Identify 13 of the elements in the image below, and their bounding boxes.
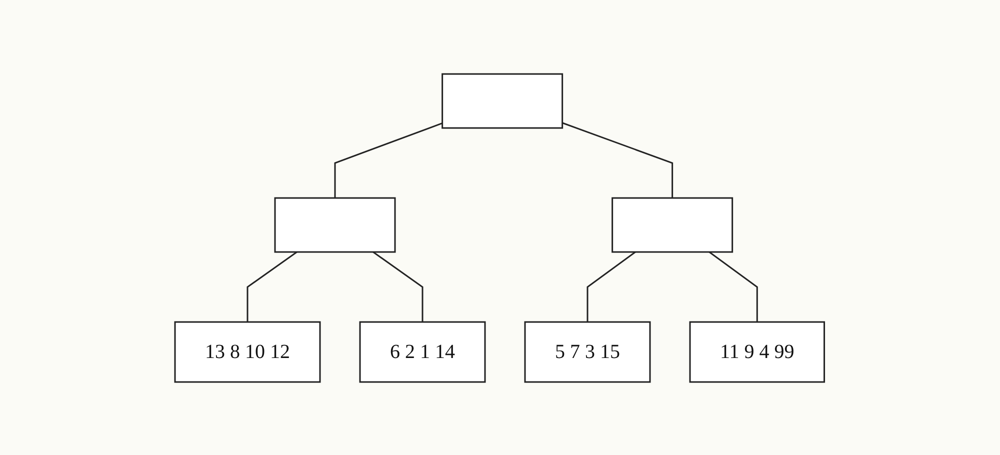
node-box: 5 7 3 15: [524, 320, 652, 382]
connector: [334, 122, 443, 198]
node-box: 11 9 4 99: [690, 320, 826, 382]
connector: [247, 250, 298, 322]
node-box: [612, 196, 734, 252]
node-box: [442, 72, 564, 128]
node-box: 6 2 1 14: [360, 320, 486, 382]
connector: [373, 250, 424, 322]
connector: [709, 250, 758, 322]
connector: [587, 250, 636, 322]
connector: [562, 122, 674, 198]
node-box: [274, 196, 396, 252]
node-box: 13 8 10 12: [174, 320, 322, 382]
